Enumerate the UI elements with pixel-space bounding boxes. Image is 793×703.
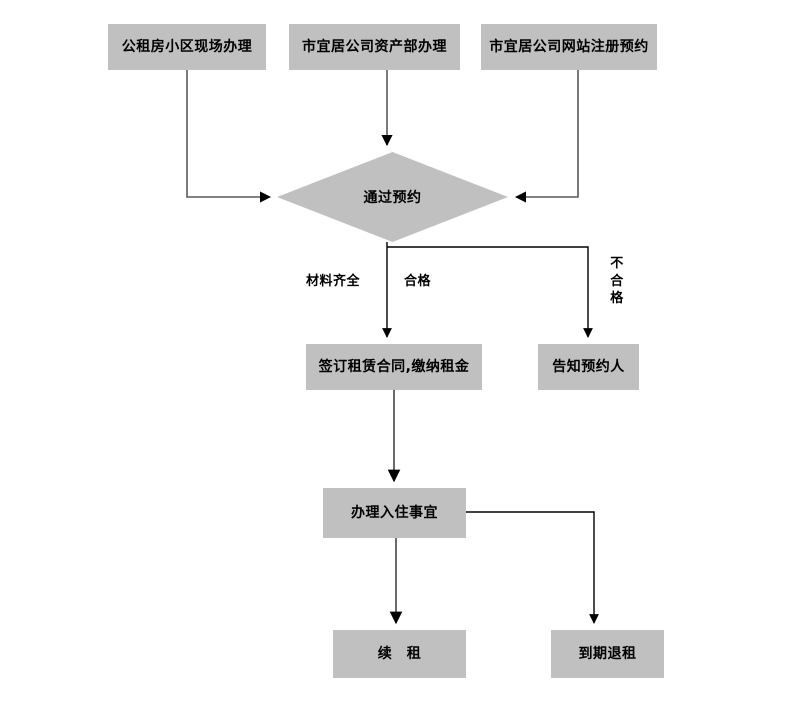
node-decision-appointment-approved[interactable]: 通过预约 — [277, 152, 508, 242]
node-label: 市宜居公司网站注册预约 — [489, 38, 649, 55]
edge-decision-to-notify — [387, 246, 593, 338]
edge-label-qualified: 合格 — [404, 270, 431, 289]
node-label: 告知预约人 — [552, 358, 625, 375]
node-handle-move-in[interactable]: 办理入住事宜 — [323, 488, 466, 538]
node-website-registration[interactable]: 市宜居公司网站注册预约 — [481, 24, 657, 70]
node-notify-applicant[interactable]: 告知预约人 — [538, 344, 639, 390]
edge-label-materials-complete: 材料齐全 — [306, 270, 360, 289]
edge-label-not-qualified: 不合格 — [609, 255, 625, 308]
node-renew-lease[interactable]: 续 租 — [333, 630, 466, 678]
node-label: 通过预约 — [363, 190, 422, 206]
edge-checkin-to-terminate — [466, 511, 599, 624]
edge-n3-to-decision — [514, 70, 579, 203]
edge-n1-to-decision — [186, 70, 272, 203]
node-label: 市宜居公司资产部办理 — [302, 38, 447, 55]
node-asset-dept-application[interactable]: 市宜居公司资产部办理 — [289, 24, 460, 70]
node-onsite-application[interactable]: 公租房小区现场办理 — [108, 24, 266, 70]
node-terminate-lease[interactable]: 到期退租 — [551, 630, 664, 678]
node-label: 到期退租 — [578, 645, 637, 662]
node-label: 签订租赁合同,缴纳租金 — [318, 358, 470, 375]
node-sign-lease-pay-rent[interactable]: 签订租赁合同,缴纳租金 — [306, 344, 482, 390]
node-label: 公租房小区现场办理 — [121, 38, 253, 55]
node-label: 续 租 — [377, 645, 422, 662]
edge-label-text: 材料齐全 — [306, 274, 361, 289]
edge-label-text: 不合格 — [610, 256, 624, 307]
edge-label-text: 合格 — [404, 274, 432, 289]
node-label: 办理入住事宜 — [351, 504, 438, 521]
